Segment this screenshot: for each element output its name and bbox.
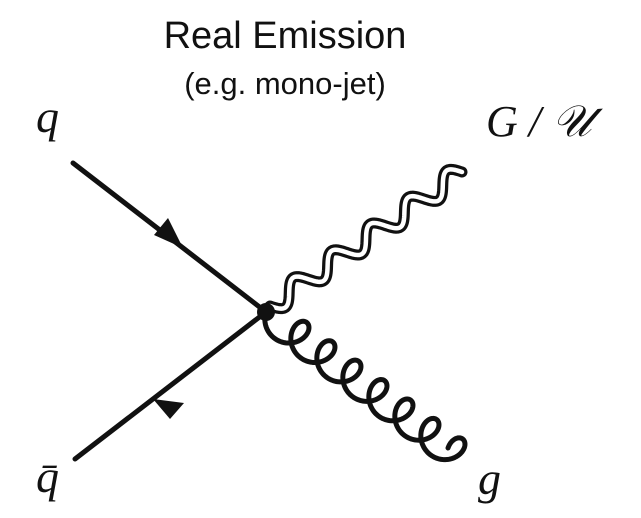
outgoing-graviton-label: G / 𝒰 xyxy=(486,97,603,146)
interaction-vertex xyxy=(257,303,275,321)
incoming-quark-label: q xyxy=(36,91,59,142)
quark-arrow-icon xyxy=(154,218,183,248)
gluon-line xyxy=(262,309,468,463)
diagram-title: Real Emission xyxy=(164,15,407,57)
diagram-subtitle: (e.g. mono-jet) xyxy=(184,66,386,101)
incoming-antiquark-label: q̄ xyxy=(36,451,59,502)
outgoing-gluon-label: g xyxy=(478,453,501,504)
graviton-line xyxy=(264,163,468,315)
antiquark-arrow-icon xyxy=(153,399,184,419)
incoming-antiquark-line xyxy=(72,309,269,462)
